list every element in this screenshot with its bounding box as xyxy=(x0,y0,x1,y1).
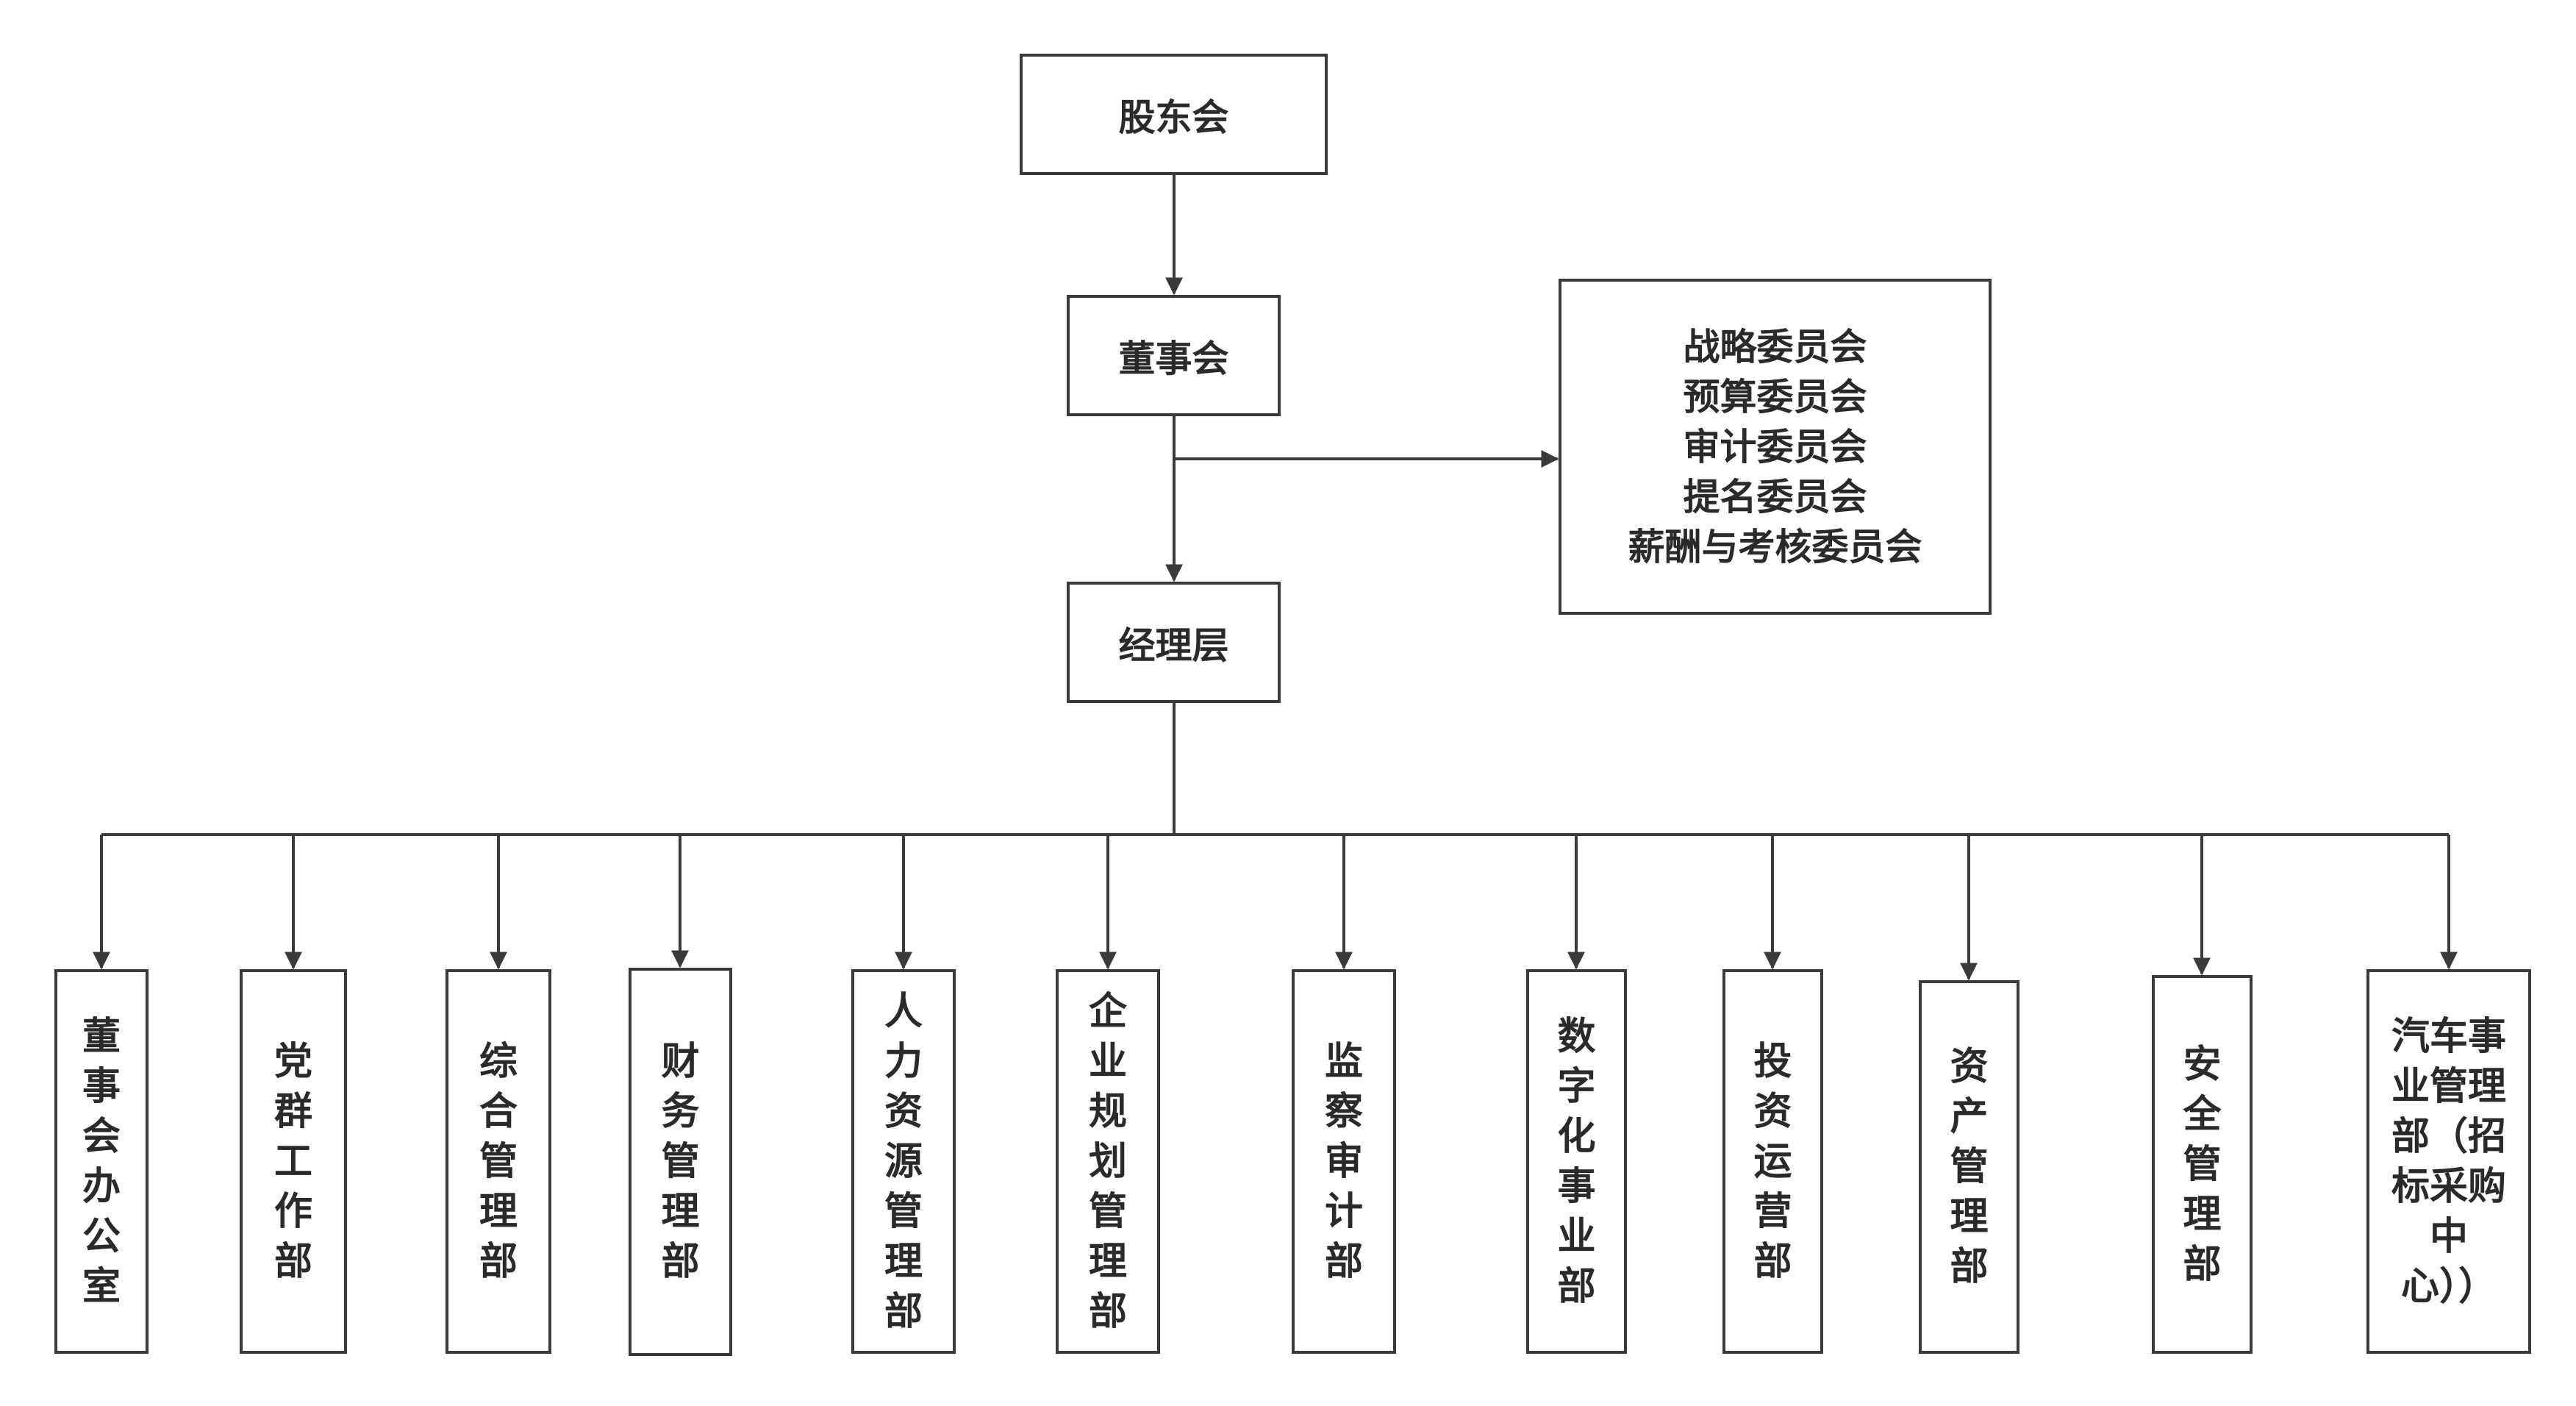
committee-compensation: 薪酬与考核委员会 xyxy=(1628,525,1922,568)
dept-safety-management: 安 全 管 理 部 xyxy=(2152,975,2253,1354)
dept-label: 资 产 管 理 部 xyxy=(1950,1045,1989,1289)
management-label: 经理层 xyxy=(1118,624,1229,667)
dept-asset-management: 资 产 管 理 部 xyxy=(1919,980,2019,1354)
board-box: 董事会 xyxy=(1067,295,1281,416)
dept-general-management: 综 合 管 理 部 xyxy=(446,969,551,1354)
dept-label: 投 资 运 营 部 xyxy=(1753,1039,1792,1284)
dept-enterprise-planning: 企 业 规 划 管 理 部 xyxy=(1056,969,1160,1354)
committee-nomination: 提名委员会 xyxy=(1683,475,1867,518)
dept-human-resources: 人 力 资 源 管 理 部 xyxy=(851,969,956,1354)
committee-audit: 审计委员会 xyxy=(1683,425,1867,468)
dept-label: 董 事 会 办 公 室 xyxy=(82,1014,121,1309)
committees-box: 战略委员会 预算委员会 审计委员会 提名委员会 薪酬与考核委员会 xyxy=(1559,279,1992,615)
committee-strategy: 战略委员会 xyxy=(1683,325,1867,368)
dept-label: 党 群 工 作 部 xyxy=(273,1039,312,1284)
dept-investment-operations: 投 资 运 营 部 xyxy=(1722,969,1823,1354)
dept-label: 安 全 管 理 部 xyxy=(2183,1042,2222,1287)
shareholders-box: 股东会 xyxy=(1020,54,1328,175)
dept-label: 财 务 管 理 部 xyxy=(661,1040,700,1284)
dept-party-work: 党 群 工 作 部 xyxy=(240,969,347,1354)
dept-label: 汽车事 业管理 部（招 标采购 中 心）） xyxy=(2391,1014,2506,1309)
shareholders-label: 股东会 xyxy=(1118,96,1229,139)
committee-budget: 预算委员会 xyxy=(1683,375,1867,418)
dept-label: 数 字 化 事 业 部 xyxy=(1557,1014,1596,1309)
dept-board-office: 董 事 会 办 公 室 xyxy=(54,969,149,1354)
dept-label: 综 合 管 理 部 xyxy=(479,1039,518,1284)
dept-label: 人 力 资 源 管 理 部 xyxy=(884,989,923,1334)
dept-finance: 财 务 管 理 部 xyxy=(629,968,732,1356)
board-label: 董事会 xyxy=(1118,337,1229,380)
dept-label: 企 业 规 划 管 理 部 xyxy=(1088,989,1127,1334)
management-box: 经理层 xyxy=(1067,582,1281,703)
dept-supervision-audit: 监 察 审 计 部 xyxy=(1292,969,1396,1354)
dept-digital-business: 数 字 化 事 业 部 xyxy=(1526,969,1627,1354)
dept-automotive-business: 汽车事 业管理 部（招 标采购 中 心）） xyxy=(2366,969,2531,1354)
dept-label: 监 察 审 计 部 xyxy=(1324,1039,1363,1284)
